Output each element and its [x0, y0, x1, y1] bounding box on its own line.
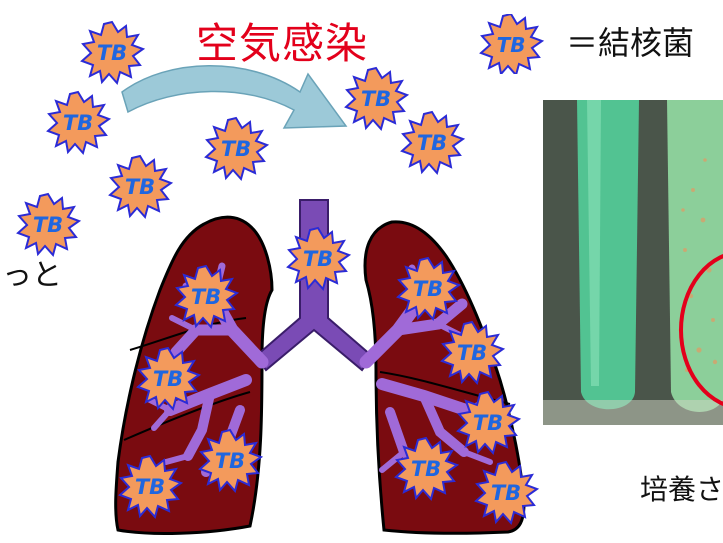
tube-right — [667, 100, 723, 412]
culture-photo — [543, 100, 723, 425]
tb-badge-label: TB — [361, 87, 391, 111]
tb-badge-label: TB — [135, 475, 165, 499]
tb-bacillus-icon: TB — [402, 112, 463, 173]
trachea — [256, 200, 372, 370]
tb-badge-label: TB — [473, 411, 503, 435]
tb-badge-label: TB — [417, 131, 447, 155]
tb-bacillus-icon: TB — [48, 92, 109, 153]
photo-caption: 培養さ — [640, 468, 723, 508]
tb-badge-label: TB — [413, 277, 443, 301]
tb-bacillus-icon: TB — [476, 462, 537, 523]
tb-badge-label: TB — [303, 247, 333, 271]
tb-badge-label: TB — [491, 481, 521, 505]
tb-badge-label: TB — [153, 367, 183, 391]
tb-bacillus-icon: TB — [82, 22, 143, 83]
tb-badge-label: TB — [215, 449, 245, 473]
tb-badge-label: TB — [191, 285, 221, 309]
tb-bacillus-icon: TB — [18, 194, 79, 255]
tb-bacillus-icon: TB — [110, 156, 171, 217]
tb-badge-label: TB — [63, 111, 93, 135]
tb-bacillus-icon: TB — [206, 118, 267, 179]
tb-badge-label: TB — [97, 41, 127, 65]
tb-badge-label: TB — [221, 137, 251, 161]
legend-definition: ＝結核菌 — [566, 18, 694, 64]
tb-badge-label: TB — [457, 341, 487, 365]
cropped-text-fragment: っと — [2, 250, 62, 294]
title-airborne-infection: 空気感染 — [196, 10, 368, 71]
tb-bacillus-icon: TB — [346, 68, 407, 129]
tb-badge-label: TB — [411, 457, 441, 481]
legend-badge-text: TB — [497, 33, 526, 57]
tb-bacillus-icon: TB — [288, 228, 349, 289]
tb-badge-label: TB — [125, 175, 155, 199]
tube-left — [577, 100, 639, 409]
tb-badge-label: TB — [33, 213, 63, 237]
legend-tb-icon: TB — [476, 14, 546, 74]
